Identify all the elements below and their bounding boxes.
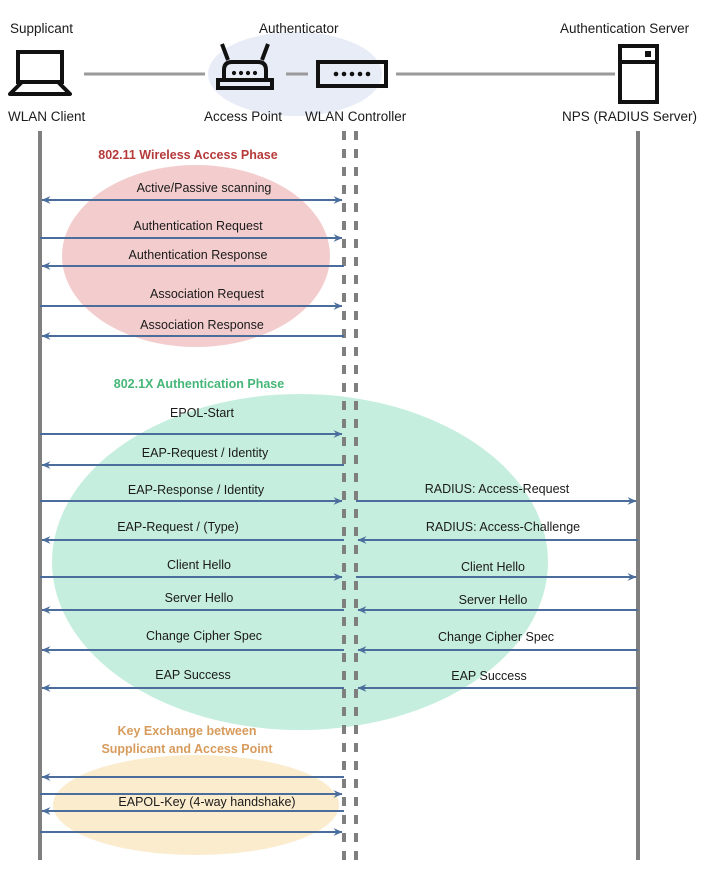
messages-left-group — [40, 196, 344, 836]
msg-label-server-hello-left: Server Hello — [165, 591, 234, 605]
messages-right-labels: RADIUS: Access-Request RADIUS: Access-Ch… — [425, 482, 580, 683]
actor-device-label-auth-server: NPS (RADIUS Server) — [562, 109, 697, 124]
actor-role-authenticator: Authenticator — [259, 21, 339, 36]
msg-label-association-response: Association Response — [140, 318, 264, 332]
switch-led-dots — [333, 71, 371, 77]
actor-device-label-wlan-controller: WLAN Controller — [305, 109, 407, 124]
msg-label-eap-response-identity: EAP-Response / Identity — [128, 483, 265, 497]
phase-label-dot1x: 802.1X Authentication Phase — [114, 377, 284, 391]
msg-label-client-hello-left: Client Hello — [167, 558, 231, 572]
msg-label-client-hello-right: Client Hello — [461, 560, 525, 574]
msg-label-eap-success-right: EAP Success — [451, 669, 527, 683]
msg-label-active-passive-scanning: Active/Passive scanning — [137, 181, 272, 195]
actor-device-label-access-point: Access Point — [204, 109, 282, 124]
msg-label-association-request: Association Request — [150, 287, 264, 301]
msg-label-change-cipher-spec-right: Change Cipher Spec — [438, 630, 554, 644]
phase-label-key-exchange-line2: Supplicant and Access Point — [101, 742, 273, 756]
msg-label-eap-request-type: EAP-Request / (Type) — [117, 520, 239, 534]
phase-backgrounds — [52, 165, 548, 855]
network-switch-icon — [316, 60, 388, 88]
actor-role-auth-server: Authentication Server — [560, 21, 690, 36]
actor-device-label-supplicant: WLAN Client — [8, 109, 86, 124]
msg-label-eapol-key: EAPOL-Key (4-way handshake) — [118, 795, 295, 809]
wireless-router-icon — [216, 43, 274, 90]
phase-label-key-exchange-line1: Key Exchange between — [118, 724, 257, 738]
messages-right-group — [356, 497, 638, 692]
messages-left-labels: Active/Passive scanning Authentication R… — [117, 181, 295, 809]
msg-label-authentication-response: Authentication Response — [129, 248, 268, 262]
actor-role-supplicant: Supplicant — [10, 21, 73, 36]
server-led — [645, 51, 651, 57]
server-rack-icon — [618, 44, 659, 104]
router-led-dots — [231, 70, 258, 76]
msg-label-epol-start: EPOL-Start — [170, 406, 234, 420]
msg-label-eap-success-left: EAP Success — [155, 668, 231, 682]
laptop-icon — [8, 50, 72, 96]
phase-ellipse-wireless-access — [62, 165, 330, 347]
phase-ellipse-dot1x — [52, 394, 548, 730]
msg-label-authentication-request: Authentication Request — [133, 219, 263, 233]
msg-label-server-hello-right: Server Hello — [459, 593, 528, 607]
msg-label-change-cipher-spec-left: Change Cipher Spec — [146, 629, 262, 643]
phase-ellipse-key-exchange — [53, 755, 339, 855]
msg-label-radius-access-challenge: RADIUS: Access-Challenge — [426, 520, 580, 534]
msg-label-radius-access-request: RADIUS: Access-Request — [425, 482, 570, 496]
msg-label-eap-request-identity: EAP-Request / Identity — [142, 446, 269, 460]
phase-label-wireless-access: 802.11 Wireless Access Phase — [98, 148, 277, 162]
